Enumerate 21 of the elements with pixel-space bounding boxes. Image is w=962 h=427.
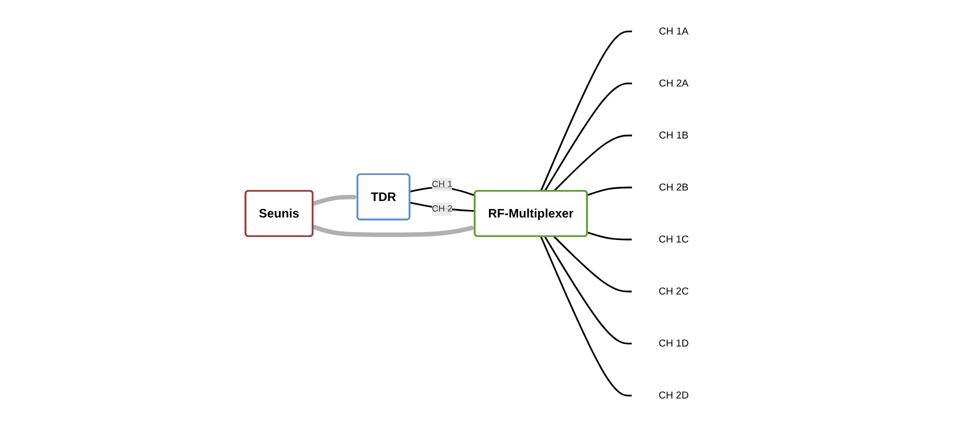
node-text: CH 1B: [659, 130, 689, 141]
connector: [540, 30, 632, 192]
edge-label: CH 2: [432, 204, 453, 214]
connector: [587, 232, 632, 240]
connector: [544, 236, 632, 344]
node-text: CH 1D: [659, 338, 690, 349]
arrow: [312, 194, 358, 206]
connector: [540, 236, 632, 396]
connector: [554, 134, 632, 192]
arrow: [312, 224, 476, 237]
node-text: CH 2D: [659, 390, 690, 401]
connector: [554, 236, 632, 292]
node-text: CH 1C: [659, 234, 690, 245]
node-text: CH 2B: [659, 182, 689, 193]
connector: [410, 186, 476, 196]
node-text: CH 2C: [659, 286, 690, 297]
connector: [544, 82, 632, 192]
connector: [587, 186, 632, 196]
node-text: CH 1A: [659, 26, 689, 37]
node-text: CH 2A: [659, 78, 689, 89]
edge-label: CH 1: [432, 180, 453, 190]
